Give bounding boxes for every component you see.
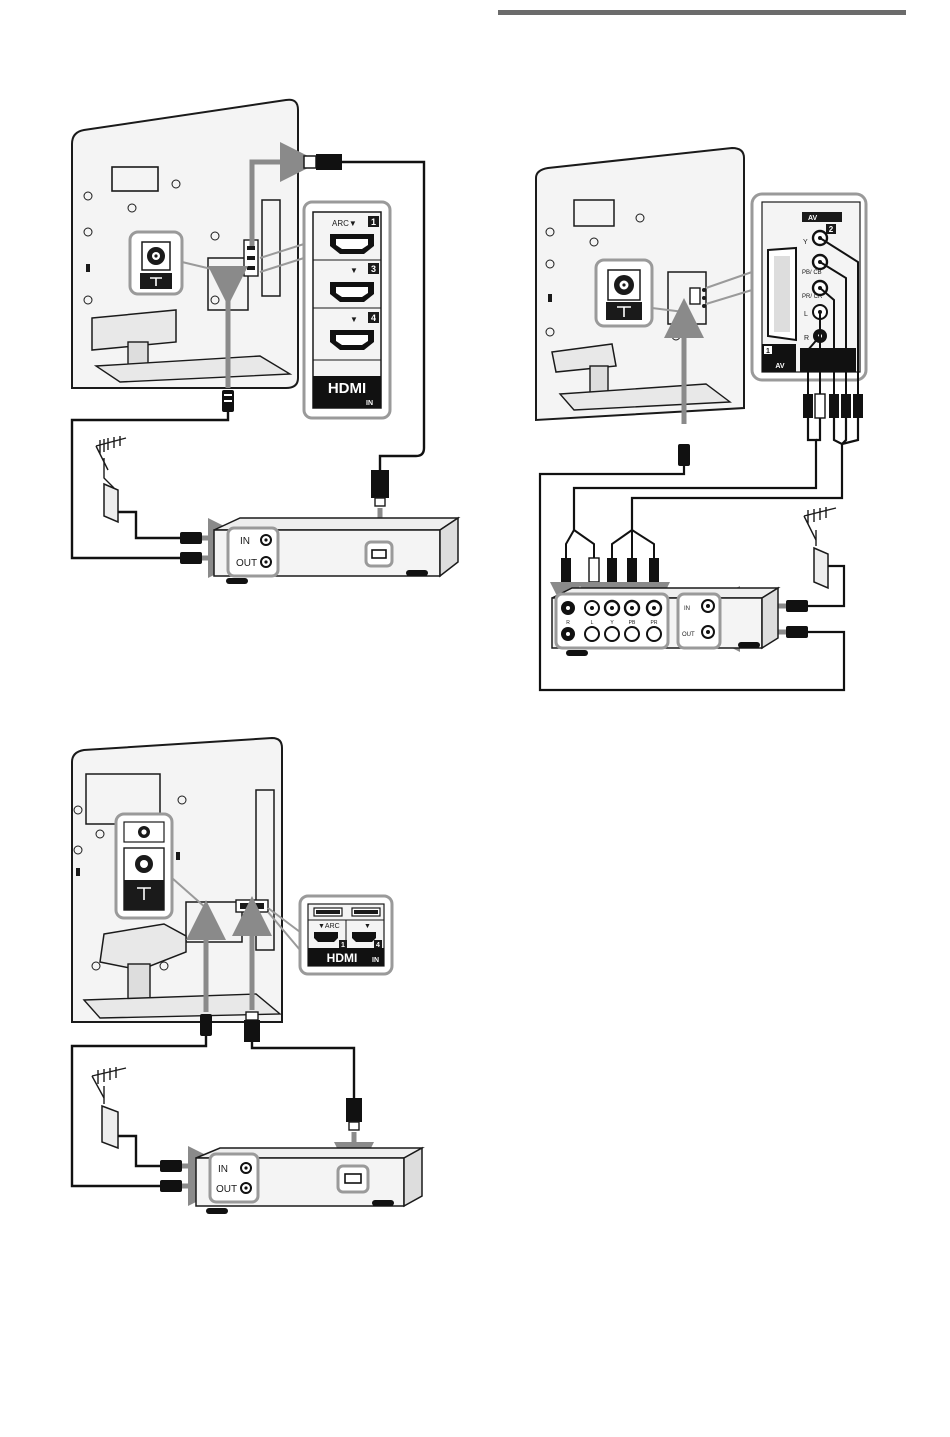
antenna-callout bbox=[130, 232, 182, 294]
av2-number: 2 bbox=[829, 225, 834, 234]
aerial-icon bbox=[96, 436, 126, 522]
hdmi2-port4-number: 4 bbox=[376, 942, 380, 949]
av2-label: AV bbox=[808, 215, 818, 222]
hdmi-plug-icon-3 bbox=[346, 1098, 362, 1130]
hdmi2-logo-sub: IN bbox=[372, 957, 379, 964]
av1-number: 1 bbox=[766, 348, 770, 355]
box-out-label: OUT bbox=[236, 558, 257, 569]
hdmi-port3-number: 3 bbox=[371, 264, 376, 274]
hdmi2-port1-number: 1 bbox=[341, 942, 345, 949]
hdmi-port1-label: ARC▼ bbox=[332, 219, 357, 228]
av-l-label: L bbox=[804, 311, 808, 318]
hdmi2-port-1-icon bbox=[314, 932, 338, 942]
player-in-label: IN bbox=[684, 606, 690, 612]
diagram-right: AV 2 Y PB/ CB PR/ CR L R 1 AV bbox=[536, 148, 866, 690]
hdmi-plug-bottom-icon bbox=[371, 470, 389, 506]
player-out-label: OUT bbox=[682, 632, 695, 638]
coax-plugs-icon bbox=[180, 532, 202, 564]
hdmi-port4-label: ▼ bbox=[350, 315, 358, 324]
av-pb-label: PB/ CB bbox=[802, 270, 822, 276]
video-player: R L Y PB PR IN OUT bbox=[552, 588, 778, 656]
diagram-bottom-left: ▼ARC ▼ 1 4 HDMI IN bbox=[72, 738, 422, 1214]
aerial-icon-3 bbox=[804, 507, 836, 588]
hdmi-port3-label: ▼ bbox=[350, 266, 358, 275]
player-jack-label-r: R bbox=[566, 620, 570, 626]
coax-plug-icon-2 bbox=[200, 1014, 212, 1036]
rca-plugs-lower-icon bbox=[561, 558, 659, 582]
hdmi-port4-number: 4 bbox=[371, 313, 376, 323]
hdmi-panel-callout: ARC▼ 1 ▼ 3 ▼ 4 HDMI IN bbox=[304, 202, 390, 418]
hdmi2-port1-label: ▼ARC bbox=[318, 923, 340, 930]
av-r-label: R bbox=[804, 335, 809, 342]
player-jack-label-l: L bbox=[591, 620, 594, 626]
diagram-top-left: ARC▼ 1 ▼ 3 ▼ 4 HDMI IN bbox=[72, 100, 458, 584]
coax-plugs-icon-2 bbox=[160, 1160, 182, 1192]
player-jack-label-pr: PR bbox=[651, 620, 658, 626]
set-top-box-2: IN OUT bbox=[196, 1148, 422, 1214]
section-rule bbox=[498, 10, 906, 15]
hdmi-plug-icon-2 bbox=[244, 1012, 260, 1042]
hdmi-logo: HDMI bbox=[328, 380, 366, 397]
coax-plug-icon-3 bbox=[678, 444, 690, 466]
box2-hdmi-port-icon bbox=[345, 1174, 361, 1183]
box2-out-label: OUT bbox=[216, 1184, 237, 1195]
player-jack-label-pb: PB bbox=[629, 620, 636, 626]
av1-label: AV bbox=[775, 363, 785, 370]
hdmi2-logo: HDMI bbox=[327, 951, 358, 965]
av-y-label: Y bbox=[803, 239, 808, 246]
rca-plugs-upper-icon bbox=[803, 394, 863, 418]
hdmi-panel-callout-2: ▼ARC ▼ 1 4 HDMI IN bbox=[300, 896, 392, 974]
box2-in-label: IN bbox=[218, 1164, 228, 1175]
hdmi-logo-sub: IN bbox=[366, 400, 373, 407]
hdmi-plug-top-icon bbox=[304, 154, 342, 170]
box-hdmi-port-icon bbox=[372, 550, 386, 558]
box-in-label: IN bbox=[240, 536, 250, 547]
antenna-callout-2 bbox=[116, 814, 172, 918]
hdmi-port1-number: 1 bbox=[371, 217, 376, 227]
hdmi2-port-4-icon bbox=[352, 932, 376, 942]
hdmi2-port4-label: ▼ bbox=[364, 923, 371, 930]
antenna-callout-3 bbox=[596, 260, 652, 326]
tv-back bbox=[72, 100, 298, 388]
coax-plugs-icon-3 bbox=[786, 600, 808, 638]
coax-plug-top-icon bbox=[222, 390, 234, 412]
set-top-box: IN OUT bbox=[214, 518, 458, 584]
